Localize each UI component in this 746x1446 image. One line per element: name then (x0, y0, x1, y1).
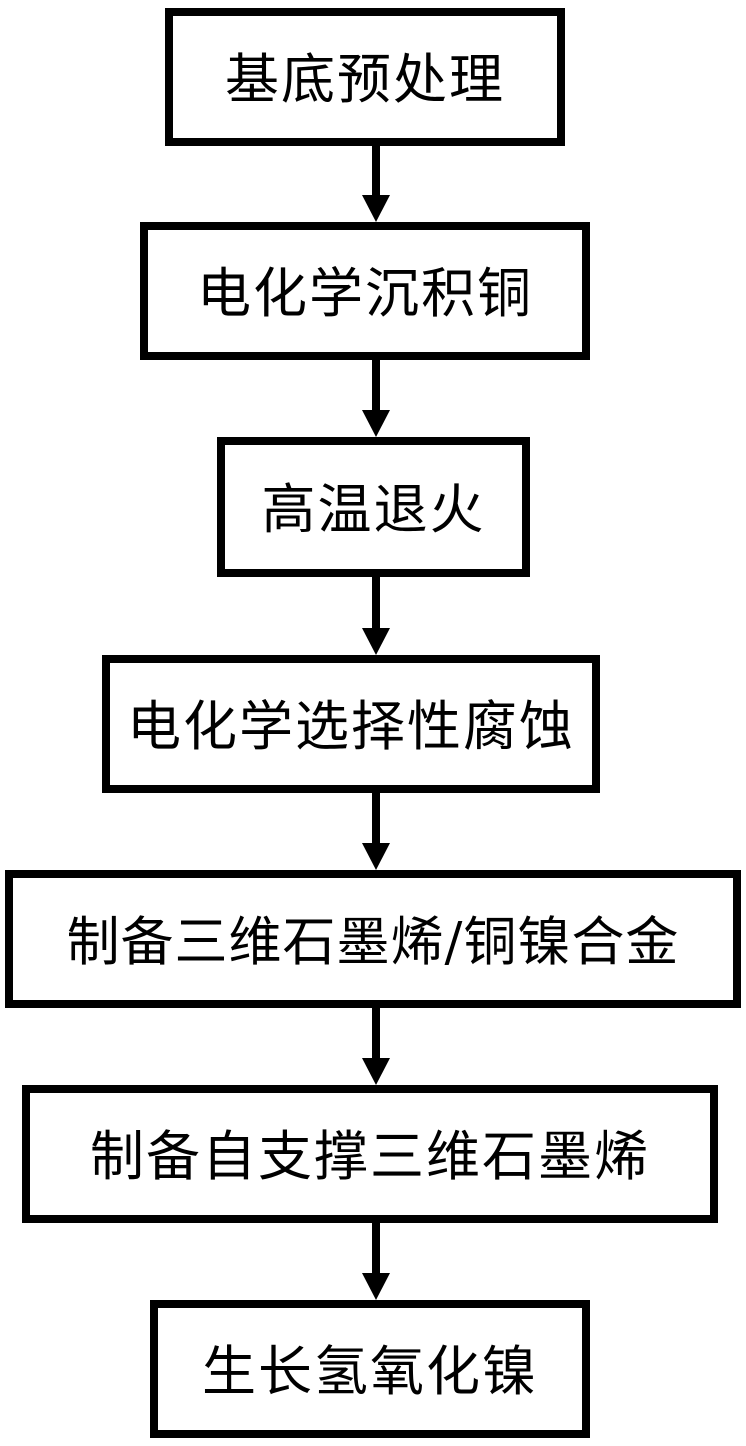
arrow-shaft (372, 1008, 380, 1058)
down-arrow-icon (362, 146, 390, 222)
flow-step-electrochemical-selective-etching: 电化学选择性腐蚀 (102, 655, 600, 793)
arrowhead-icon (362, 1273, 390, 1300)
arrowhead-icon (362, 1058, 390, 1085)
arrow-shaft (372, 146, 380, 195)
arrow-shaft (372, 793, 380, 843)
flow-step-prepare-freestanding-3d-graphene: 制备自支撑三维石墨烯 (22, 1085, 718, 1223)
arrow-shaft (372, 577, 380, 628)
down-arrow-icon (362, 1008, 390, 1085)
flow-step-high-temperature-annealing: 高温退火 (217, 437, 530, 577)
down-arrow-icon (362, 577, 390, 655)
arrow-shaft (372, 1223, 380, 1273)
arrow-shaft (372, 360, 380, 410)
flow-step-electrochemical-copper-deposition: 电化学沉积铜 (140, 222, 590, 360)
flow-step-substrate-pretreatment: 基底预处理 (165, 8, 565, 146)
arrowhead-icon (362, 628, 390, 655)
arrowhead-icon (362, 843, 390, 870)
flow-step-prepare-3d-graphene-cuni-alloy: 制备三维石墨烯/铜镍合金 (5, 870, 741, 1008)
arrowhead-icon (362, 195, 390, 222)
down-arrow-icon (362, 793, 390, 870)
arrowhead-icon (362, 410, 390, 437)
down-arrow-icon (362, 1223, 390, 1300)
flow-step-grow-nickel-hydroxide: 生长氢氧化镍 (150, 1300, 590, 1438)
down-arrow-icon (362, 360, 390, 437)
